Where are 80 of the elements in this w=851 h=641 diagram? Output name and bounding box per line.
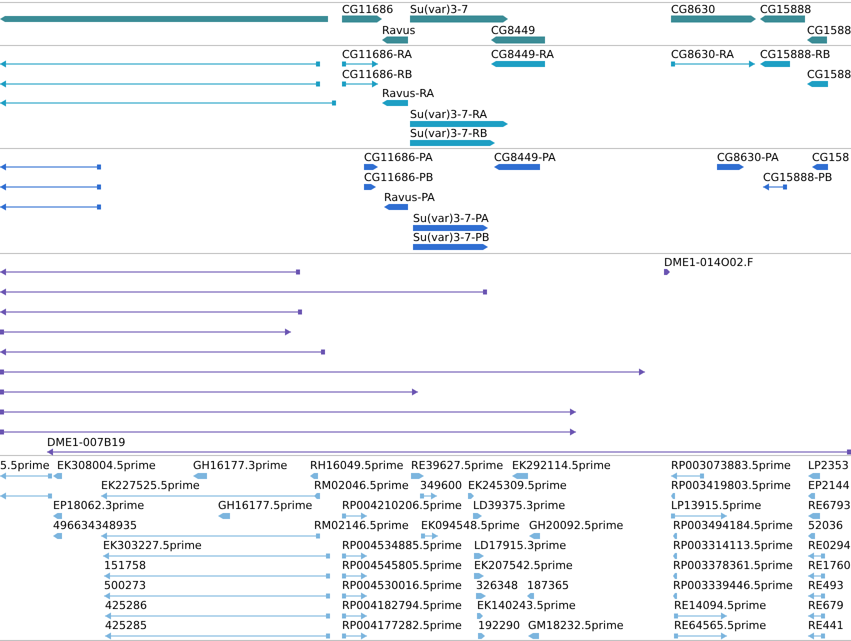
feature-label: Ravus-PA	[384, 192, 435, 204]
feature-label: CG1588	[807, 69, 851, 81]
feature-label: DME1-007B19	[47, 437, 126, 449]
feature-label: RP004530016.5prime	[342, 580, 462, 592]
feature-label: 151758	[104, 560, 146, 572]
feature-label: RM02046.5prime	[314, 480, 409, 492]
feature-label: 496634348935	[53, 520, 137, 532]
feature-label: CG8449-PA	[494, 152, 556, 164]
feature-label: RP003314113.5prime	[673, 540, 793, 552]
feature-label: RP004545805.5prime	[342, 560, 462, 572]
feature-label: CG11686-RB	[342, 69, 412, 81]
feature-label: EK227525.5prime	[101, 480, 200, 492]
feature-label: Ravus-RA	[382, 88, 434, 100]
feature-label: DME1-014O02.F	[664, 257, 754, 269]
feature-label: EP2144	[808, 480, 850, 492]
feature-label: RE1760	[808, 560, 851, 572]
feature-label: RP003378361.5prime	[673, 560, 793, 572]
feature-label: CG8449	[491, 25, 536, 37]
feature-label: LP2353	[808, 460, 849, 472]
feature-label: RE493	[808, 580, 844, 592]
feature-label: 52036	[808, 520, 843, 532]
feature-label: GH16177.5prime	[218, 500, 312, 512]
feature-label: LD39375.3prime	[473, 500, 566, 512]
feature-label: Su(var)3-7	[410, 4, 468, 16]
feature-label: Ravus	[382, 25, 416, 37]
feature-label: 5.5prime	[0, 460, 50, 472]
feature-label: RP004182794.5prime	[342, 600, 462, 612]
feature-label: EK303227.5prime	[103, 540, 202, 552]
feature-label: CG11686	[342, 4, 394, 16]
feature-label: CG158	[812, 152, 850, 164]
feature-label: 192290	[478, 620, 520, 632]
feature-label: GH16177.3prime	[193, 460, 288, 472]
feature-label: RE14094.5prime	[674, 600, 766, 612]
feature-label: CG11686-RA	[342, 49, 412, 61]
feature-label: EK140243.5prime	[477, 600, 576, 612]
feature-label: CG8630	[671, 4, 716, 16]
feature-label: EK292114.5prime	[512, 460, 611, 472]
feature-label: 187365	[527, 580, 569, 592]
feature-label: CG8630-PA	[717, 152, 779, 164]
feature-label: RE6793	[808, 500, 851, 512]
feature-label: CG11686-PA	[364, 152, 433, 164]
feature-label: RE441	[808, 620, 844, 632]
feature-label: RE64565.5prime	[674, 620, 766, 632]
feature-label: LD17915.3prime	[474, 540, 566, 552]
feature-label: EP18062.3prime	[53, 500, 144, 512]
feature-label: EK308004.5prime	[57, 460, 156, 472]
feature-label: CG8630-RA	[671, 49, 734, 61]
feature-label: RE0294	[808, 540, 851, 552]
feature-label: RM02146.5prime	[314, 520, 409, 532]
feature-label: RE679	[808, 600, 844, 612]
feature-label: 425286	[105, 600, 147, 612]
feature-label: RP004177282.5prime	[342, 620, 462, 632]
feature-label: RP004210206.5prime	[342, 500, 462, 512]
feature-label: EK207542.5prime	[474, 560, 573, 572]
feature-label: CG15888	[760, 4, 812, 16]
feature-label: Su(var)3-7-PA	[413, 213, 489, 225]
feature-label: CG1588	[807, 25, 851, 37]
feature-label: RP003339446.5prime	[673, 580, 793, 592]
feature-label: GH20092.5prime	[529, 520, 624, 532]
feature-label: EK094548.5prime	[421, 520, 520, 532]
feature-label: RH16049.5prime	[310, 460, 404, 472]
feature-label: Su(var)3-7-RA	[410, 109, 487, 121]
feature-label: RP004534885.5prime	[342, 540, 462, 552]
feature-label: CG8449-RA	[491, 49, 554, 61]
feature-label: RP003419803.5prime	[671, 480, 791, 492]
feature-label: EK245309.5prime	[468, 480, 567, 492]
feature-label: RP003073883.5prime	[671, 460, 791, 472]
feature-label: GM18232.5prime	[528, 620, 624, 632]
feature-label: CG15888-RB	[760, 49, 830, 61]
feature-label: 425285	[105, 620, 147, 632]
feature-label: 349600	[420, 480, 462, 492]
feature-label: RE39627.5prime	[411, 460, 504, 472]
feature-label: LP13915.5prime	[671, 500, 762, 512]
feature-label: CG15888-PB	[763, 172, 832, 184]
feature-label: 500273	[104, 580, 146, 592]
feature-label: CG11686-PB	[364, 172, 434, 184]
feature-label: Su(var)3-7-PB	[413, 232, 490, 244]
feature-label: 326348	[476, 580, 518, 592]
feature-label: RP003494184.5prime	[673, 520, 793, 532]
feature-label: Su(var)3-7-RB	[410, 128, 488, 140]
